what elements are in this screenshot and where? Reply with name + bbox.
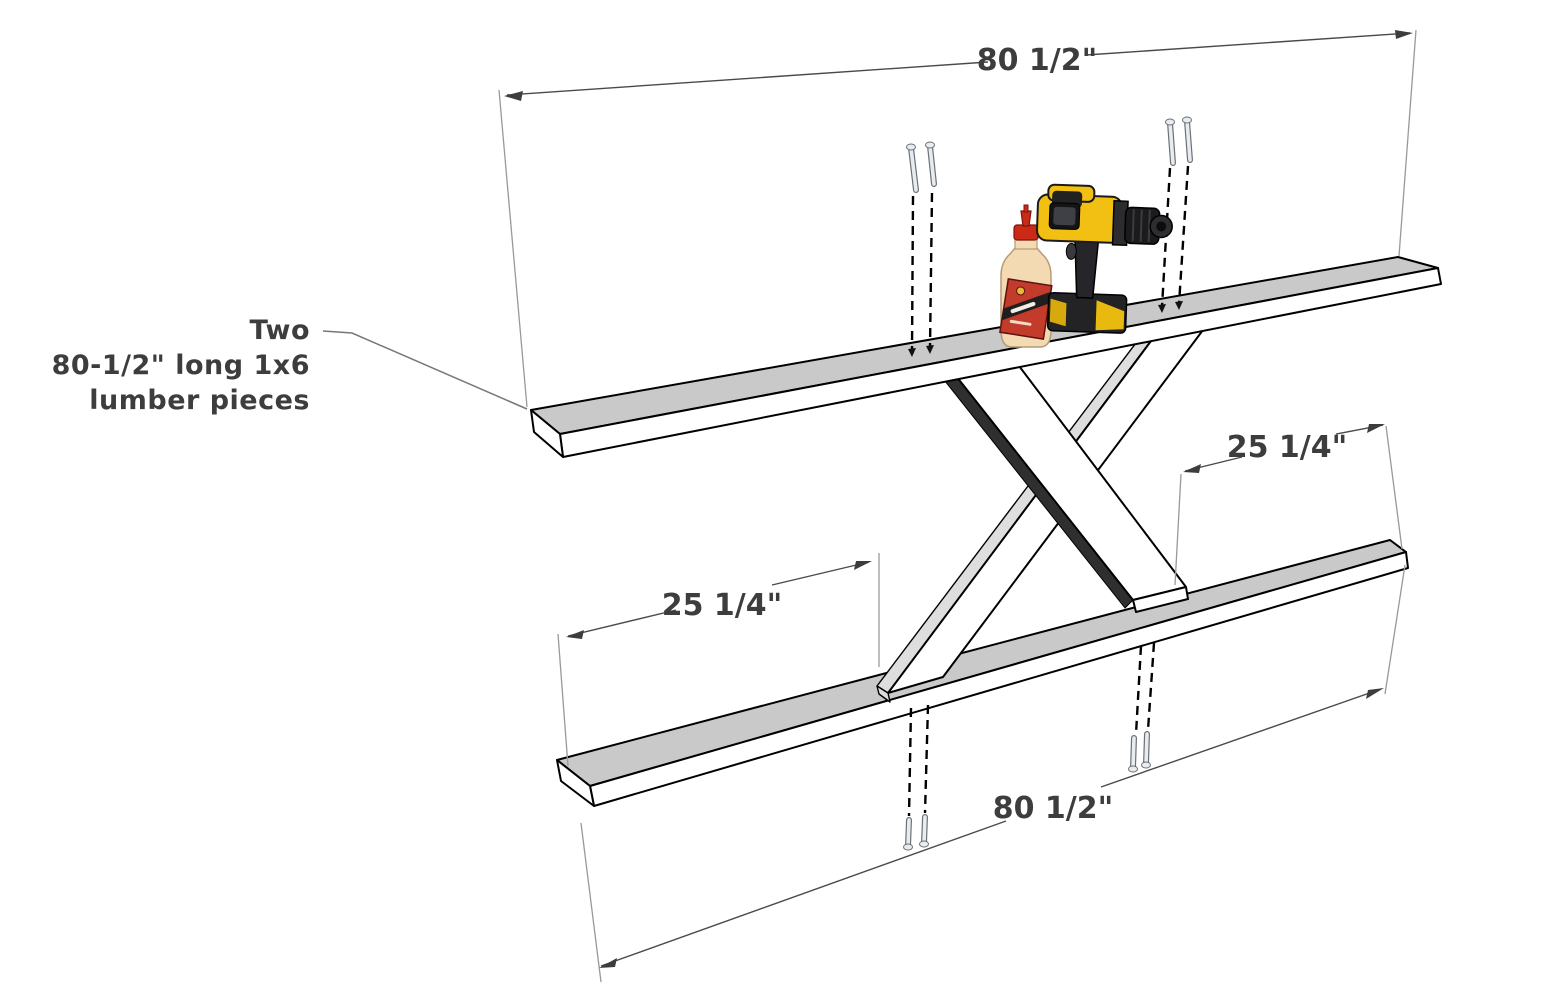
glue-label bbox=[999, 278, 1053, 340]
screw-icon bbox=[925, 141, 937, 187]
screw-icon bbox=[919, 814, 929, 848]
dimension-bottom-length: 80 1/2" bbox=[580, 564, 1406, 983]
screw-icon bbox=[903, 817, 913, 851]
dimension-label-bottom: 80 1/2" bbox=[993, 791, 1114, 826]
callout-leader-line bbox=[322, 330, 528, 410]
callout-line-2: 80-1/2" long 1x6 bbox=[51, 350, 310, 381]
callout-line-1: Two bbox=[249, 315, 310, 346]
screw-guide-dashed-line bbox=[907, 707, 913, 817]
glue-bottle-icon bbox=[999, 204, 1053, 348]
screw-guide-dashed-line bbox=[1146, 642, 1156, 731]
dimension-left-inset: 25 1/4" bbox=[557, 553, 880, 767]
bottom-board-end-cap bbox=[556, 759, 595, 807]
pilot-mark bbox=[908, 348, 916, 357]
pilot-mark bbox=[926, 345, 934, 354]
lumber-callout: Two 80-1/2" long 1x6 lumber pieces bbox=[40, 313, 310, 418]
screw-guide-dashed-line bbox=[1177, 165, 1190, 305]
dimension-label-top: 80 1/2" bbox=[977, 43, 1098, 78]
top-lumber-board bbox=[530, 256, 1442, 458]
top-board-end-cap bbox=[530, 409, 564, 458]
pilot-mark bbox=[1158, 304, 1166, 313]
x-brace bbox=[876, 317, 1213, 703]
x-leg-front-foot-cap bbox=[1132, 586, 1189, 613]
dimension-label-right-inset: 25 1/4" bbox=[1227, 430, 1348, 465]
screw-icon bbox=[1141, 731, 1151, 769]
screw-guide-dashed-line bbox=[1134, 645, 1143, 735]
screw-guide-dashed-line bbox=[928, 192, 934, 349]
x-leg-rear-foot-cap bbox=[876, 685, 891, 703]
screw-guide-dashed-line bbox=[923, 704, 930, 814]
screw-icon bbox=[1128, 735, 1138, 773]
callout-line-3: lumber pieces bbox=[89, 385, 310, 416]
screw-guide-lines bbox=[907, 165, 1190, 817]
screw-icon bbox=[1182, 116, 1193, 163]
screw-guide-dashed-line bbox=[1160, 167, 1172, 308]
dimension-right-inset: 25 1/4" bbox=[1174, 424, 1403, 586]
screw-guide-dashed-line bbox=[910, 195, 915, 352]
dimension-label-left-inset: 25 1/4" bbox=[662, 588, 783, 623]
bottom-lumber-board bbox=[556, 539, 1409, 807]
wood-screws bbox=[903, 116, 1193, 851]
cordless-drill-icon bbox=[1036, 183, 1173, 334]
screw-icon bbox=[906, 143, 919, 193]
screw-icon bbox=[1165, 118, 1176, 166]
dimension-top-length: 80 1/2" bbox=[498, 29, 1417, 408]
pilot-mark bbox=[1175, 301, 1183, 310]
